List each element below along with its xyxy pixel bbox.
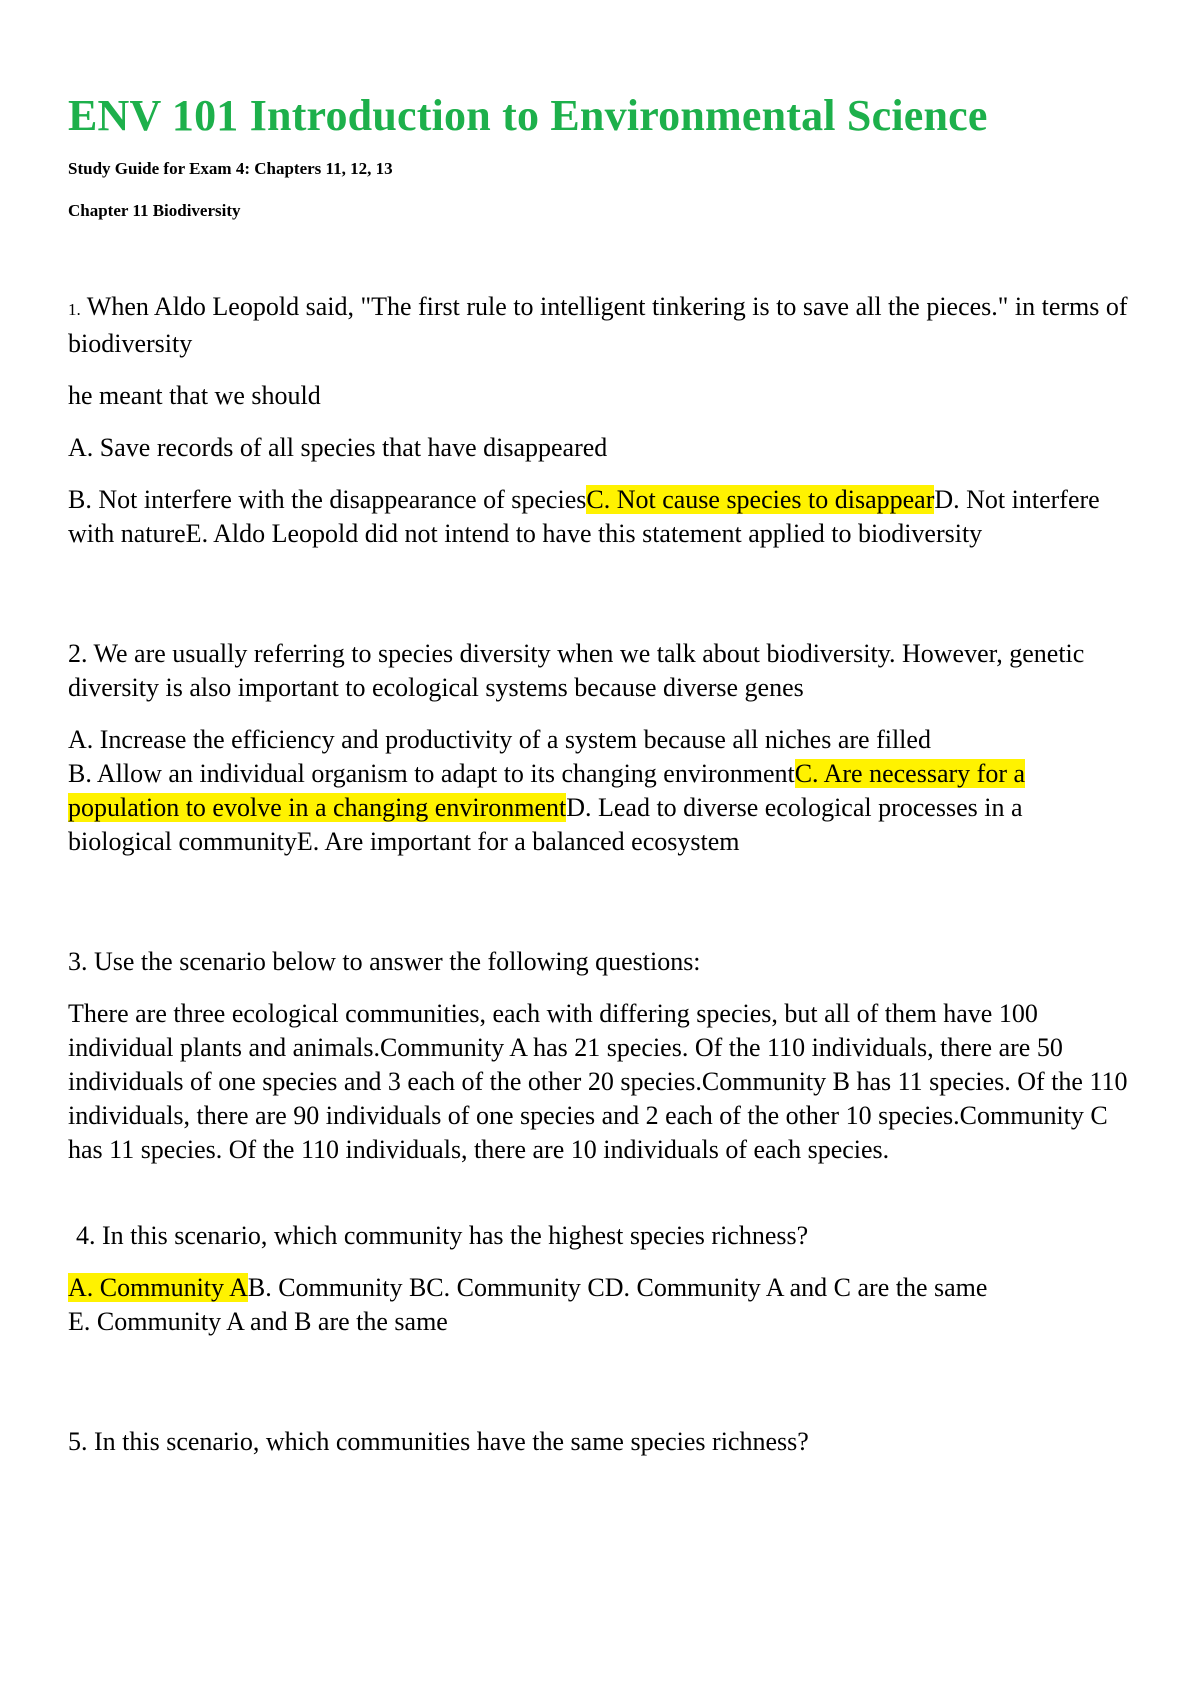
document-page: ENV 101 Introduction to Environmental Sc… [68,88,1128,1459]
question-2-options: A. Increase the efficiency and productiv… [68,723,1128,859]
question-1-options-rest: D. Not interfere with natureE. Aldo Leop… [68,485,1100,548]
question-1-number: 1. [68,300,81,319]
question-1: 1. When Aldo Leopold said, "The first ru… [68,290,1128,361]
question-2-option-b: B. Allow an individual organism to adapt… [68,759,795,788]
question-3: 3. Use the scenario below to answer the … [68,947,701,976]
question-4: 4. In this scenario, which community has… [76,1221,809,1250]
question-1-option-a: A. Save records of all species that have… [68,433,608,462]
question-1-option-b: B. Not interfere with the disappearance … [68,485,587,514]
study-guide-subheading: Study Guide for Exam 4: Chapters 11, 12,… [68,159,393,178]
document-title: ENV 101 Introduction to Environmental Sc… [68,91,988,140]
question-1-text: When Aldo Leopold said, "The first rule … [68,292,1128,358]
question-1-continuation: he meant that we should [68,381,321,410]
question-1-answer-highlight: C. Not cause species to disappear [586,485,935,514]
question-5: 5. In this scenario, which communities h… [68,1427,809,1456]
chapter-heading: Chapter 11 Biodiversity [68,201,241,220]
question-1-options: B. Not interfere with the disappearance … [68,483,1128,551]
question-4-options: A. Community AB. Community BC. Community… [68,1271,1128,1339]
question-4-options-rest: B. Community BC. Community CD. Community… [247,1273,988,1302]
question-4-option-e: E. Community A and B are the same [68,1307,448,1336]
question-2-options-rest: D. Lead to diverse ecological processes … [68,793,1023,856]
question-4-answer-highlight: A. Community A [68,1273,248,1302]
question-3-scenario: There are three ecological communities, … [68,999,1128,1164]
question-2: 2. We are usually referring to species d… [68,639,1085,702]
question-2-option-a: A. Increase the efficiency and productiv… [68,725,931,754]
